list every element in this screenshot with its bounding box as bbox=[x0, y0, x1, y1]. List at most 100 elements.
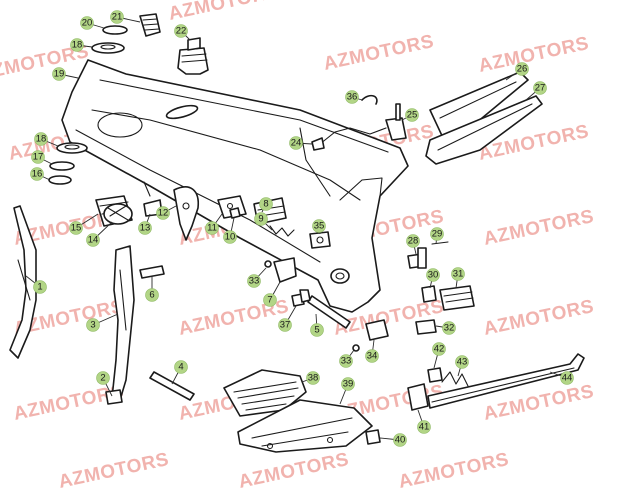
callout-33-upper: 33 bbox=[247, 267, 267, 288]
callout-label: 32 bbox=[444, 323, 455, 334]
callout-1: 1 bbox=[25, 275, 47, 294]
callout-12: 12 bbox=[156, 205, 177, 220]
callout-19: 19 bbox=[52, 67, 79, 81]
callout-label: 19 bbox=[54, 69, 65, 80]
callout-16: 16 bbox=[30, 167, 51, 181]
callout-18-lower: 18 bbox=[34, 132, 59, 147]
callout-41: 41 bbox=[417, 409, 431, 434]
callout-label: 31 bbox=[453, 269, 464, 280]
callout-label: 8 bbox=[263, 199, 268, 210]
callout-label: 17 bbox=[33, 152, 44, 163]
callout-33-lower: 33 bbox=[339, 349, 355, 368]
callout-14: 14 bbox=[86, 221, 113, 247]
fuel-tap bbox=[311, 94, 407, 151]
callout-44: 44 bbox=[549, 371, 574, 385]
callout-30: 30 bbox=[426, 268, 440, 289]
callout-38: 38 bbox=[301, 371, 320, 385]
callout-label: 3 bbox=[90, 320, 95, 331]
callout-label: 43 bbox=[457, 357, 468, 368]
callout-17: 17 bbox=[31, 150, 53, 165]
head-bearing-bottom bbox=[48, 142, 88, 185]
callout-label: 13 bbox=[140, 223, 151, 234]
side-stand bbox=[407, 353, 585, 411]
callout-label: 9 bbox=[258, 214, 263, 225]
callout-label: 21 bbox=[112, 12, 123, 23]
callout-31: 31 bbox=[451, 267, 465, 289]
callout-label: 12 bbox=[158, 208, 169, 219]
callout-9: 9 bbox=[254, 212, 273, 231]
frame-parts bbox=[9, 13, 585, 453]
callout-11: 11 bbox=[205, 213, 223, 235]
callout-18-upper: 18 bbox=[70, 38, 93, 52]
callout-20: 20 bbox=[80, 16, 105, 30]
watermark-text: AZMOTORS bbox=[167, 0, 281, 25]
right-footpeg bbox=[352, 241, 475, 352]
callout-3: 3 bbox=[86, 313, 119, 332]
callout-label: 16 bbox=[32, 169, 43, 180]
head-bearing-top bbox=[91, 13, 161, 54]
watermark-text: AZMOTORS bbox=[482, 206, 596, 250]
callouts: 1 2 3 4 5 6 7 8 bbox=[25, 10, 574, 447]
callout-10: 10 bbox=[223, 217, 237, 244]
watermark-text: AZMOTORS bbox=[397, 449, 511, 493]
callout-label: 36 bbox=[347, 92, 358, 103]
callout-8: 8 bbox=[259, 197, 273, 213]
callout-34: 34 bbox=[365, 339, 379, 363]
callout-label: 40 bbox=[395, 435, 406, 446]
callout-29: 29 bbox=[430, 227, 444, 245]
callout-label: 25 bbox=[407, 110, 418, 121]
callout-2: 2 bbox=[96, 371, 113, 397]
callout-label: 41 bbox=[419, 422, 430, 433]
callout-label: 33 bbox=[341, 356, 352, 367]
callout-32: 32 bbox=[435, 321, 456, 335]
callout-label: 10 bbox=[225, 232, 236, 243]
watermark-text: AZMOTORS bbox=[237, 449, 351, 493]
watermark-text: AZMOTORS bbox=[322, 31, 436, 75]
callout-label: 33 bbox=[249, 276, 260, 287]
callout-label: 27 bbox=[535, 83, 546, 94]
callout-37: 37 bbox=[278, 305, 297, 332]
callout-label: 20 bbox=[82, 18, 93, 29]
callout-15: 15 bbox=[69, 213, 99, 235]
subframe-rails bbox=[425, 71, 543, 165]
watermark-text: AZMOTORS bbox=[482, 296, 596, 340]
callout-label: 42 bbox=[434, 344, 445, 355]
callout-5: 5 bbox=[310, 313, 324, 337]
callout-27: 27 bbox=[525, 81, 547, 101]
callout-label: 5 bbox=[314, 325, 319, 336]
callout-label: 6 bbox=[149, 290, 154, 301]
callout-label: 26 bbox=[517, 64, 528, 75]
callout-label: 18 bbox=[36, 134, 47, 145]
callout-label: 37 bbox=[280, 320, 291, 331]
callout-label: 24 bbox=[291, 138, 302, 149]
callout-label: 2 bbox=[100, 373, 105, 384]
left-lower-frame bbox=[9, 205, 195, 405]
callout-label: 22 bbox=[176, 26, 187, 37]
callout-7: 7 bbox=[263, 281, 281, 307]
callout-label: 18 bbox=[72, 40, 83, 51]
watermark-text: AZMOTORS bbox=[57, 449, 171, 493]
callout-label: 39 bbox=[343, 379, 354, 390]
callout-label: 38 bbox=[308, 373, 319, 384]
callout-13: 13 bbox=[138, 213, 152, 235]
callout-label: 29 bbox=[432, 229, 443, 240]
callout-4: 4 bbox=[171, 360, 188, 385]
callout-36: 36 bbox=[345, 90, 363, 104]
watermark-text: AZMOTORS bbox=[477, 33, 591, 77]
center-hardware bbox=[264, 257, 351, 329]
callout-22: 22 bbox=[174, 24, 191, 41]
callout-label: 14 bbox=[88, 235, 99, 246]
callout-6: 6 bbox=[145, 276, 159, 302]
bracket-35 bbox=[309, 231, 331, 249]
callout-26: 26 bbox=[505, 62, 529, 81]
callout-28: 28 bbox=[406, 234, 420, 255]
callout-24: 24 bbox=[289, 136, 313, 150]
callout-25: 25 bbox=[401, 108, 419, 122]
callout-label: 28 bbox=[408, 236, 419, 247]
callout-label: 30 bbox=[428, 270, 439, 281]
callout-label: 15 bbox=[71, 223, 82, 234]
callout-label: 44 bbox=[562, 373, 573, 384]
callout-label: 34 bbox=[367, 351, 378, 362]
